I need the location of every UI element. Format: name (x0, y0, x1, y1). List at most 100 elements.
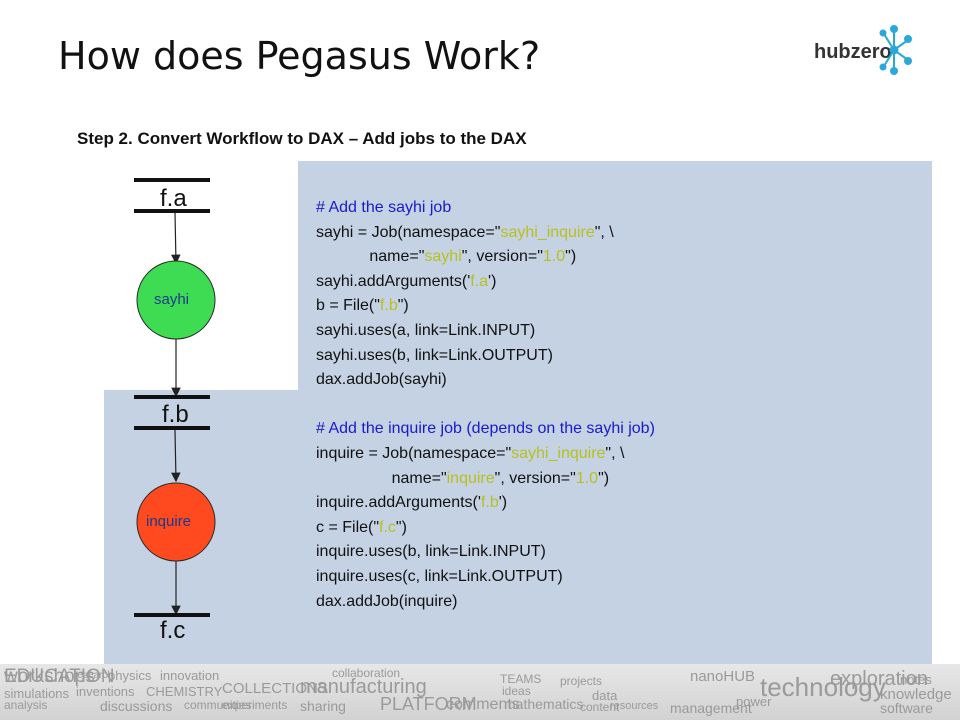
slide-title: How does Pegasus Work? (58, 34, 541, 78)
footer-word: discussions (100, 698, 173, 714)
code-literal: 1.0 (575, 469, 599, 487)
footer-word: EDUCATION (4, 666, 115, 687)
footer-word: innovation (160, 668, 220, 683)
code-line: name="inquire", version="1.0") (316, 467, 655, 492)
footer-word: PLATFORM (380, 694, 477, 714)
footer-word: collaboration (332, 666, 401, 680)
code-line: inquire.addArguments('f.b') (316, 491, 655, 516)
code-text: dax.addJob(inquire) (316, 592, 458, 610)
code-text: inquire = Job(namespace=" (316, 444, 512, 462)
workflow-diagram (134, 178, 216, 617)
code-block: # Add the sayhi job sayhi = Job(namespace… (316, 196, 655, 614)
footer-word: COLLECTIONS (222, 680, 328, 697)
code-line: # Add the inquire job (depends on the sa… (316, 417, 655, 442)
code-text: sayhi = Job(namespace=" (316, 223, 501, 241)
footer-word: sharing (300, 698, 346, 714)
footer-word: exploration (830, 668, 928, 690)
code-text: c = File(" (316, 518, 380, 536)
edge-fb-inquire (171, 429, 181, 483)
footer-word: CHEMISTRY (146, 684, 223, 699)
job-label-inquire: inquire (146, 513, 192, 530)
footer-word: data (592, 688, 618, 703)
code-text: name=" (316, 248, 425, 266)
code-literal: sayhi_inquire (500, 223, 595, 241)
edge-fa-sayhi (171, 212, 181, 265)
code-text: inquire.addArguments(' (316, 494, 481, 512)
code-line (316, 393, 655, 418)
code-text: ") (397, 297, 409, 315)
footer-word: communities (184, 698, 252, 712)
code-line: b = File("f.b") (316, 294, 655, 319)
footer-word: comments (446, 696, 520, 713)
slide-subtitle: Step 2. Convert Workflow to DAX – Add jo… (77, 129, 527, 148)
code-line: c = File("f.c") (316, 516, 655, 541)
code-line: sayhi = Job(namespace="sayhi_inquire", \ (316, 221, 655, 246)
code-line: inquire = Job(namespace="sayhi_inquire",… (316, 442, 655, 467)
hubzero-network-icon (879, 25, 912, 75)
code-text: name=" (316, 469, 447, 487)
file-label-fb: f.b (162, 401, 189, 428)
job-label-sayhi: sayhi (154, 291, 190, 308)
code-text: inquire.uses(b, link=Link.INPUT) (316, 543, 546, 561)
code-text: sayhi.addArguments(' (316, 272, 471, 290)
code-text: ", version=" (494, 469, 576, 487)
footer-word: inventions (76, 684, 135, 699)
footer-word: management (670, 700, 752, 716)
code-text: sayhi.uses(b, link=Link.OUTPUT) (316, 346, 553, 364)
footer-word: experiments (222, 698, 288, 712)
code-text: ") (598, 469, 610, 487)
code-literal: sayhi_inquire (511, 444, 606, 462)
code-text: ", version=" (461, 248, 543, 266)
code-text: # Add the sayhi job (316, 199, 452, 216)
code-line: inquire.uses(c, link=Link.OUTPUT) (316, 565, 655, 590)
footer-word: power (736, 694, 772, 709)
footer-word: manufacturing (300, 676, 427, 698)
footer-word: workshops (4, 666, 95, 687)
hubzero-logo: hubzero (814, 25, 912, 75)
footer-word: nanoHUB (690, 668, 756, 685)
code-literal: sayhi (424, 248, 462, 266)
code-literal: f.b (379, 297, 398, 315)
code-text: # Add the inquire job (depends on the sa… (316, 420, 655, 438)
footer-word: notes (900, 672, 932, 687)
footer-word: technology (760, 672, 886, 702)
code-text: sayhi.uses(a, link=Link.INPUT) (316, 321, 536, 339)
code-line: sayhi.uses(a, link=Link.INPUT) (316, 319, 655, 344)
footer-word: simulations (4, 686, 70, 701)
footer-word: resources (610, 700, 659, 712)
code-literal: f.b (480, 494, 499, 512)
footer-word: ideas (502, 684, 531, 698)
logo-text: hubzero (814, 41, 892, 63)
code-line: name="sayhi", version="1.0") (316, 245, 655, 270)
code-text: ") (395, 518, 407, 536)
code-line: sayhi.addArguments('f.a') (316, 270, 655, 295)
code-text: ") (565, 248, 577, 266)
code-line: dax.addJob(inquire) (316, 590, 655, 615)
code-text: ", \ (594, 223, 614, 241)
footer-word: analysis (4, 698, 48, 712)
footer-word: content (580, 700, 620, 714)
footer-word: TEAMS (500, 672, 542, 686)
code-text: b = File(" (316, 297, 380, 315)
code-text: ') (498, 494, 508, 512)
code-line: # Add the sayhi job (316, 196, 655, 221)
code-line: sayhi.uses(b, link=Link.OUTPUT) (316, 344, 655, 369)
code-literal: f.a (470, 272, 489, 290)
code-text: inquire.uses(c, link=Link.OUTPUT) (316, 567, 563, 585)
code-text: ", \ (605, 444, 625, 462)
footer-word: projects (560, 674, 603, 688)
code-line: inquire.uses(b, link=Link.INPUT) (316, 540, 655, 565)
code-literal: inquire (446, 469, 495, 487)
footer-word: mathematics (504, 696, 584, 712)
file-label-fa: f.a (160, 185, 187, 212)
code-literal: 1.0 (542, 248, 566, 266)
file-label-fc: f.c (160, 617, 186, 644)
footer-word: knowledge (880, 686, 952, 703)
code-panel (298, 161, 932, 676)
footer-word: research (74, 670, 113, 681)
code-line: dax.addJob(sayhi) (316, 368, 655, 393)
code-literal: f.c (379, 518, 396, 536)
code-text: dax.addJob(sayhi) (316, 371, 447, 389)
code-text: ') (488, 272, 497, 290)
